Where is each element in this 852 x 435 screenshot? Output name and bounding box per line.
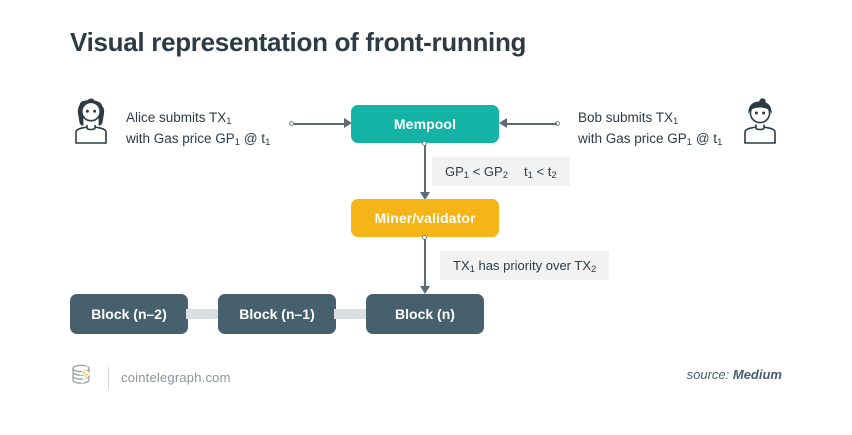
footer-source-prefix: source:	[686, 367, 733, 382]
footer-site-url: cointelegraph.com	[121, 370, 231, 385]
arrowhead-down-icon-2	[419, 286, 430, 294]
node-mempool[interactable]: Mempool	[351, 105, 499, 143]
page-title: Visual representation of front-running	[70, 27, 527, 57]
block-chain-link-2	[334, 309, 368, 319]
footer-branding: cointelegraph.com	[70, 362, 231, 393]
bob-line2-text-a: with Gas price GP	[578, 131, 687, 146]
bob-line2-sub1: 1	[686, 137, 693, 148]
bob-caption: Bob submits TX1 with Gas price GP1 @ t1	[578, 108, 722, 150]
male-avatar-icon	[737, 98, 783, 146]
alice-caption-line2: with Gas price GP1 @ t1	[126, 129, 270, 150]
priority-label-a: TX	[453, 258, 470, 273]
arrowhead-down-icon	[419, 192, 430, 200]
gas-label-op1: < GP	[469, 164, 503, 179]
node-miner-validator[interactable]: Miner/validator	[351, 199, 499, 237]
alice-line1-text: Alice submits TX	[126, 110, 227, 125]
alice-caption: Alice submits TX1 with Gas price GP1 @ t…	[126, 108, 270, 150]
gas-label-a-sub: 1	[463, 170, 470, 181]
edge-label-priority: TX1 has priority over TX2	[440, 251, 610, 280]
connector-line-mempool-to-miner	[424, 145, 426, 193]
gas-label-c: t	[524, 164, 528, 179]
gas-label-b-sub: 2	[502, 170, 508, 181]
block-n[interactable]: Block (n)	[366, 294, 484, 334]
block-n-minus-1[interactable]: Block (n–1)	[218, 294, 336, 334]
connector-line-alice-to-mempool	[294, 123, 346, 125]
block-chain-link-1	[186, 309, 220, 319]
connector-start-dot-left	[289, 121, 294, 126]
gas-label-d-sub: 2	[551, 170, 557, 181]
female-avatar-icon	[68, 98, 114, 146]
bob-line1-sub: 1	[673, 116, 679, 127]
gas-label-c-sub: 1	[527, 170, 533, 181]
footer-source: source: Medium	[687, 367, 782, 382]
alice-line2-sub2: 1	[265, 137, 271, 148]
arrowhead-left-icon	[499, 118, 507, 128]
alice-line2-sub1: 1	[234, 137, 241, 148]
arrowhead-right-icon	[344, 118, 352, 128]
alice-line2-text-a: with Gas price GP	[126, 131, 235, 146]
footer-divider	[108, 366, 109, 389]
connector-line-bob-to-mempool	[505, 123, 557, 125]
alice-line2-text-b: @ t	[240, 131, 266, 146]
priority-label-mid: has priority over TX	[474, 258, 592, 273]
bob-line1-text: Bob submits TX	[578, 110, 674, 125]
gas-label-a: GP	[445, 164, 464, 179]
bob-caption-line1: Bob submits TX1	[578, 108, 722, 129]
bob-caption-line2: with Gas price GP1 @ t1	[578, 129, 722, 150]
bob-line2-sub2: 1	[717, 137, 723, 148]
priority-label-b-sub: 2	[591, 264, 597, 275]
cointelegraph-logo-icon	[70, 362, 96, 393]
footer-source-name: Medium	[732, 367, 782, 382]
gas-label-op2: < t	[532, 164, 552, 179]
alice-caption-line1: Alice submits TX1	[126, 108, 270, 129]
block-n-minus-2[interactable]: Block (n–2)	[70, 294, 188, 334]
alice-line1-sub: 1	[226, 116, 232, 127]
connector-line-miner-to-block	[424, 239, 426, 287]
bob-line2-text-b: @ t	[692, 131, 718, 146]
priority-label-a-sub: 1	[469, 264, 475, 275]
